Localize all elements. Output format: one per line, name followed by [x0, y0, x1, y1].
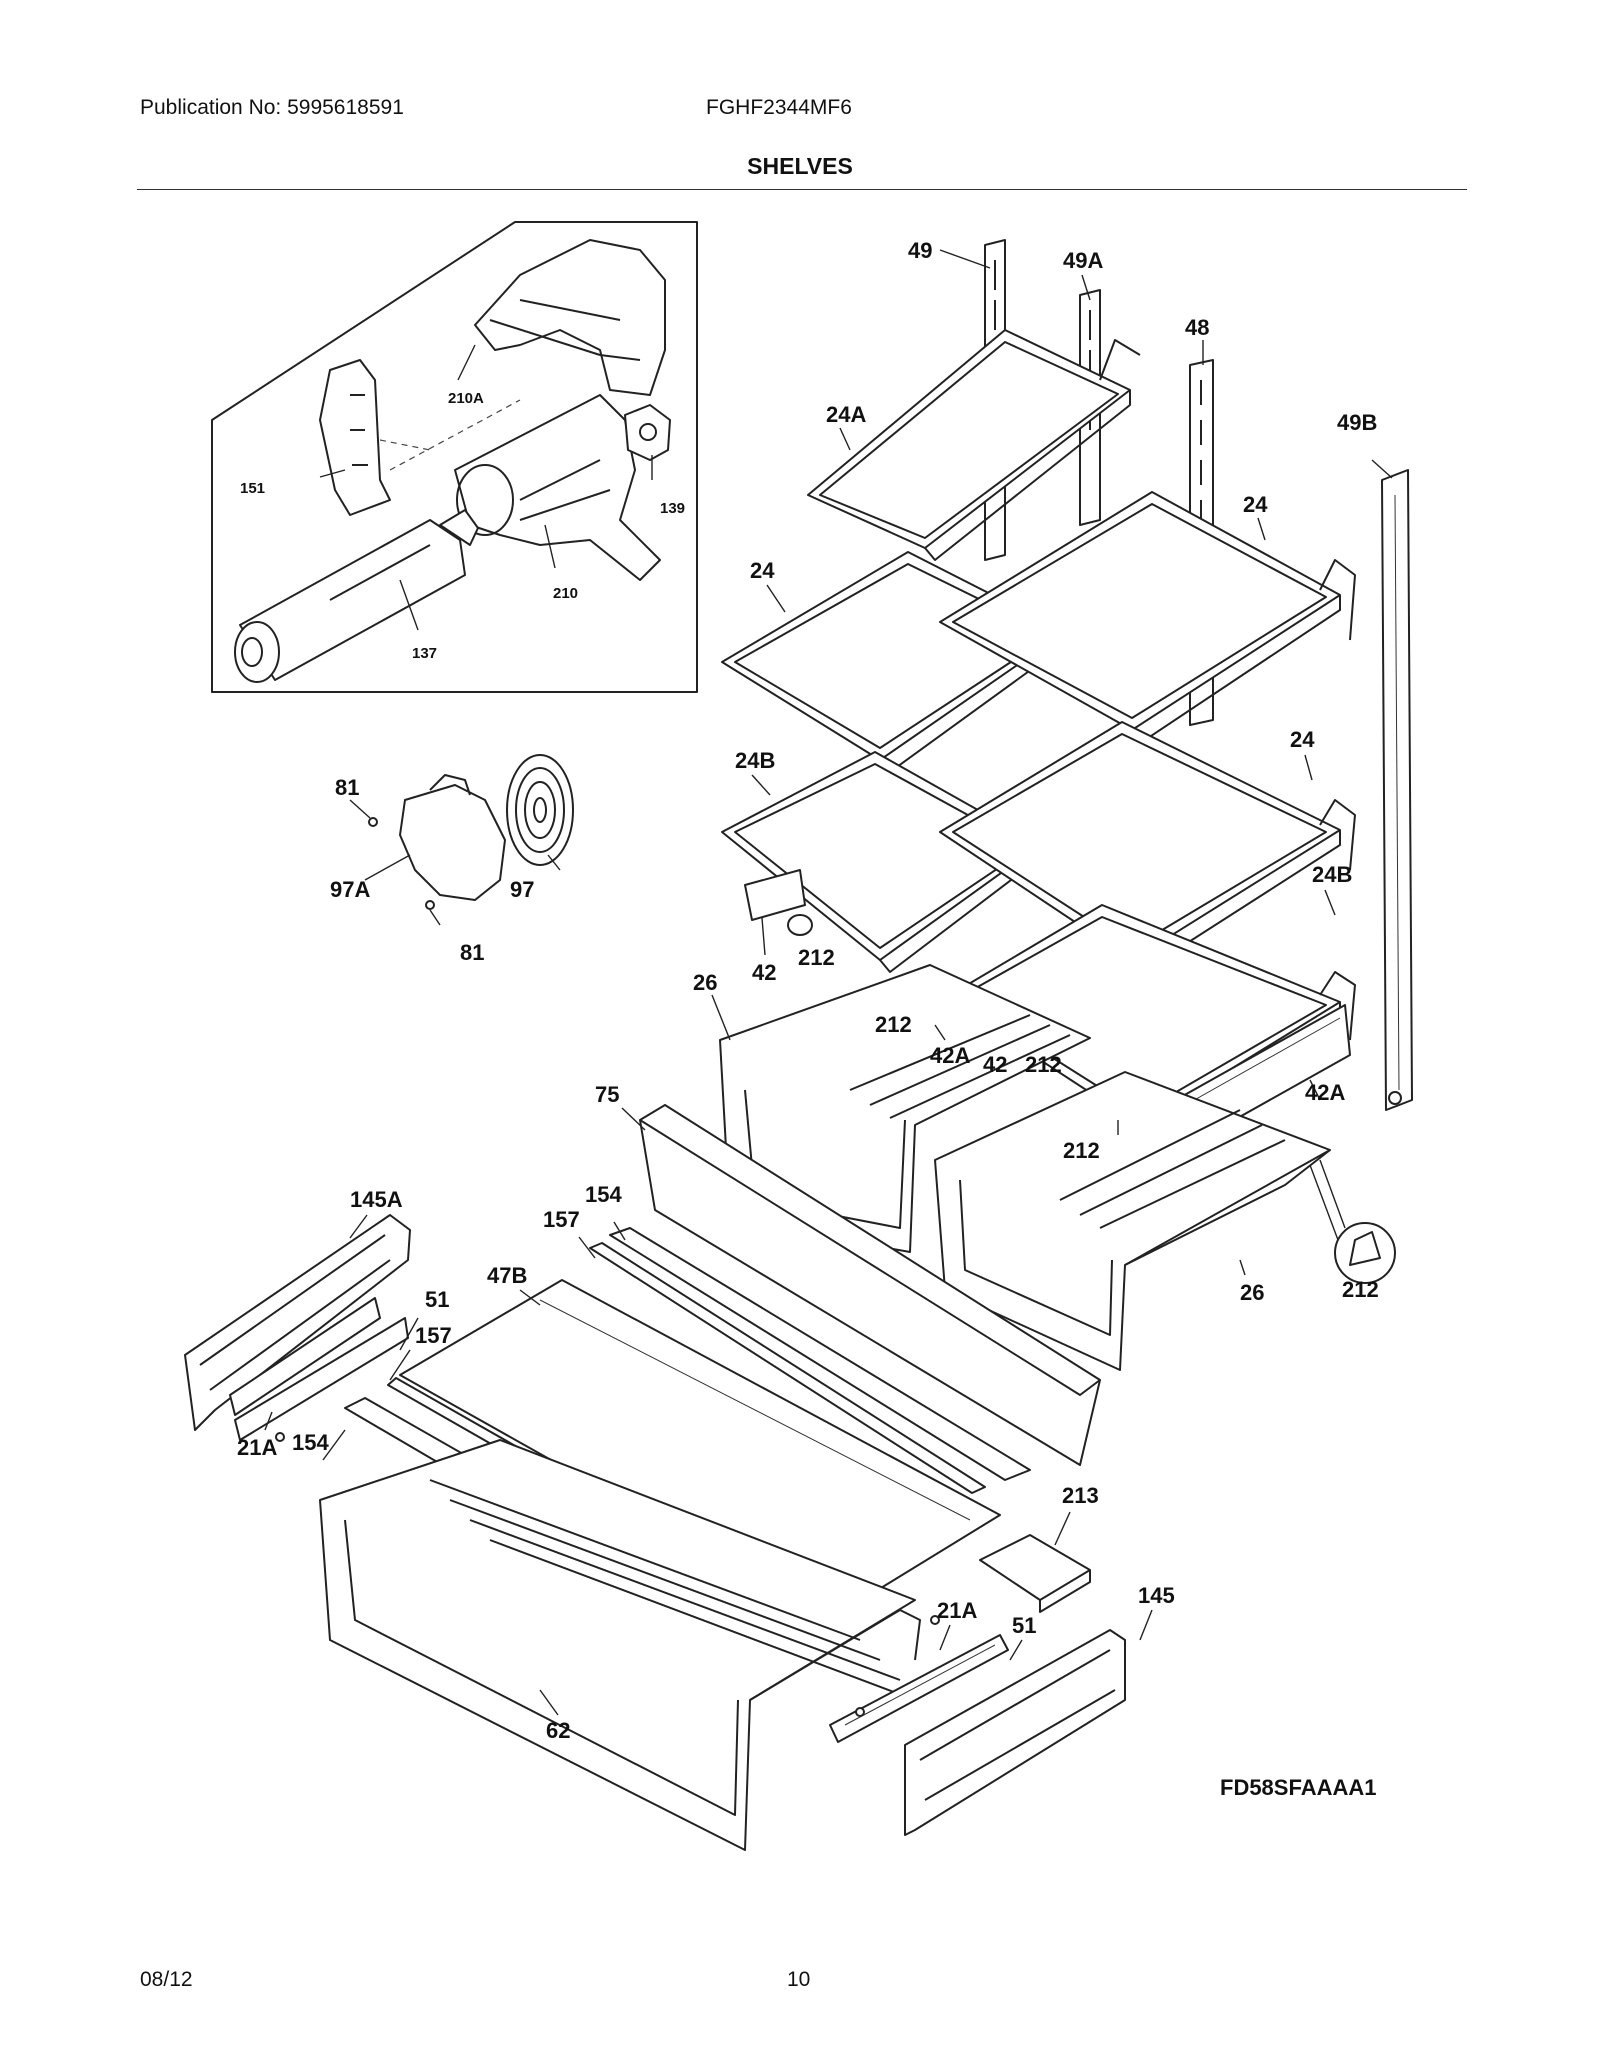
label-49: 49 — [908, 238, 932, 263]
label-137: 137 — [412, 645, 437, 662]
label-145: 145 — [1138, 1583, 1175, 1608]
label-212-b: 212 — [875, 1012, 912, 1037]
label-212-e: 212 — [1342, 1277, 1379, 1302]
label-26-a: 26 — [693, 970, 717, 995]
diagram-code: FD58SFAAAA1 — [1220, 1775, 1376, 1800]
label-81-b: 81 — [460, 940, 484, 965]
footer-date: 08/12 — [140, 1968, 193, 1991]
label-47B: 47B — [487, 1263, 527, 1288]
section-title: SHELVES — [747, 153, 853, 179]
label-139: 139 — [660, 500, 685, 517]
label-154-b: 154 — [292, 1430, 329, 1455]
label-213: 213 — [1062, 1483, 1099, 1508]
label-212-a: 212 — [798, 945, 835, 970]
label-62: 62 — [546, 1718, 570, 1743]
fan-assembly — [368, 754, 574, 910]
label-42A-b: 42A — [1305, 1080, 1345, 1105]
label-157-b: 157 — [415, 1323, 452, 1348]
label-210: 210 — [553, 585, 578, 602]
label-157-a: 157 — [543, 1207, 580, 1232]
label-81-a: 81 — [335, 775, 359, 800]
label-42-a: 42 — [752, 960, 776, 985]
label-212-d: 212 — [1063, 1138, 1100, 1163]
label-210A: 210A — [448, 390, 484, 407]
pantry-drawer — [319, 1439, 921, 1851]
label-24-b: 24 — [750, 558, 775, 583]
label-49A: 49A — [1063, 248, 1103, 273]
label-151: 151 — [240, 480, 265, 497]
label-97: 97 — [510, 877, 534, 902]
label-145A: 145A — [350, 1187, 403, 1212]
label-26-b: 26 — [1240, 1280, 1264, 1305]
label-21A-b: 21A — [937, 1598, 977, 1623]
water-filter-inset — [211, 221, 698, 693]
label-51-a: 51 — [425, 1287, 449, 1312]
label-24B-b: 24B — [1312, 862, 1352, 887]
model-number: FGHF2344MF6 — [706, 96, 852, 119]
header-rule — [137, 189, 1467, 190]
page-number: 10 — [787, 1968, 811, 1991]
label-154-a: 154 — [585, 1182, 622, 1207]
glass-shelves — [721, 329, 1356, 1138]
label-97A: 97A — [330, 877, 370, 902]
label-24B-a: 24B — [735, 748, 775, 773]
label-42-b: 42 — [983, 1052, 1007, 1077]
drawer-slide-brackets — [184, 1214, 1126, 1836]
leader-lines — [264, 249, 1393, 1716]
label-42A-a: 42A — [930, 1043, 970, 1068]
callout-labels: 49 49A 48 49B 24A 24 24 24 24B 24B 151 2… — [237, 238, 1379, 1800]
label-21A-a: 21A — [237, 1435, 277, 1460]
label-75: 75 — [595, 1082, 619, 1107]
label-24-a: 24 — [1243, 492, 1268, 517]
publication-number: Publication No: 5995618591 — [140, 96, 404, 119]
label-51-b: 51 — [1012, 1613, 1036, 1638]
label-24A: 24A — [826, 402, 866, 427]
label-48: 48 — [1185, 315, 1209, 340]
label-49B: 49B — [1337, 410, 1377, 435]
label-24-c: 24 — [1290, 727, 1315, 752]
label-212-c: 212 — [1025, 1052, 1062, 1077]
